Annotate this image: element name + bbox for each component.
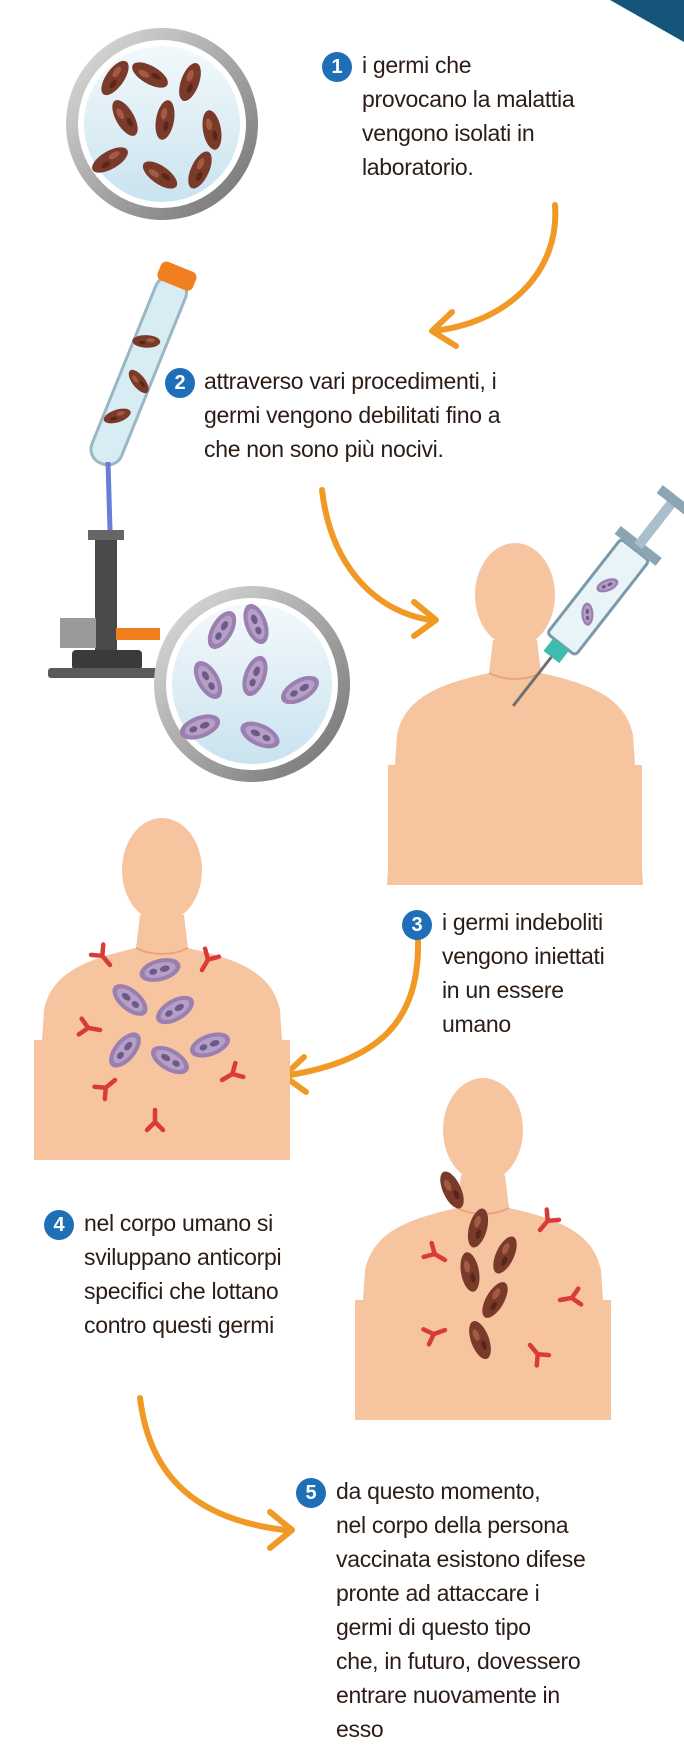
step-text-line: nel corpo umano si xyxy=(84,1206,281,1240)
step-text-line: laboratorio. xyxy=(362,150,574,184)
step-text-line: entrare nuovamente in xyxy=(336,1678,586,1712)
step-text-line: germi di questo tipo xyxy=(336,1610,586,1644)
corner-accent xyxy=(610,0,684,42)
step-number-badge: 3 xyxy=(402,910,432,940)
step-text-line: da questo momento, xyxy=(336,1474,586,1508)
step-text-line: che non sono più nocivi. xyxy=(204,432,500,466)
step-4-text: nel corpo umano si sviluppano anticorpi … xyxy=(84,1206,281,1342)
step-5-text: da questo momento, nel corpo della perso… xyxy=(336,1474,586,1746)
step-text-line: provocano la malattia xyxy=(362,82,574,116)
step-text-line: contro questi germi xyxy=(84,1308,281,1342)
step-3-text: i germi indeboliti vengono iniettati in … xyxy=(442,905,604,1041)
step-1-text: i germi che provocano la malattia vengon… xyxy=(362,48,574,184)
step-2-text: attraverso vari procedimenti, i germi ve… xyxy=(204,364,500,466)
step-text-line: umano xyxy=(442,1007,604,1041)
bunsen-burner-icon xyxy=(48,462,166,678)
step-text-line: attraverso vari procedimenti, i xyxy=(204,364,500,398)
step-text-line: vengono isolati in xyxy=(362,116,574,150)
step-text-line: vaccinata esistono difese xyxy=(336,1542,586,1576)
step-text-line: germi vengono debilitati fino a xyxy=(204,398,500,432)
curved-arrow-icon xyxy=(290,940,418,1075)
step-number-badge: 4 xyxy=(44,1210,74,1240)
curved-arrow-icon xyxy=(440,205,555,330)
step-text-line: specifici che lottano xyxy=(84,1274,281,1308)
step-text-line: esso xyxy=(336,1712,586,1746)
petri-dish-icon xyxy=(66,28,258,220)
step-text-line: i germi che xyxy=(362,48,574,82)
step-number-badge: 2 xyxy=(165,368,195,398)
step-text-line: i germi indeboliti xyxy=(442,905,604,939)
test-tube-icon xyxy=(83,260,198,471)
step-text-line: sviluppano anticorpi xyxy=(84,1240,281,1274)
step-text-line: in un essere xyxy=(442,973,604,1007)
step-text-line: che, in futuro, dovessero xyxy=(336,1644,586,1678)
step-text-line: nel corpo della persona xyxy=(336,1508,586,1542)
step-text-line: pronte ad attaccare i xyxy=(336,1576,586,1610)
step-number-badge: 1 xyxy=(322,52,352,82)
curved-arrow-icon xyxy=(140,1398,285,1530)
magnifier-icon xyxy=(154,586,350,782)
step-number-badge: 5 xyxy=(296,1478,326,1508)
step-text-line: vengono iniettati xyxy=(442,939,604,973)
